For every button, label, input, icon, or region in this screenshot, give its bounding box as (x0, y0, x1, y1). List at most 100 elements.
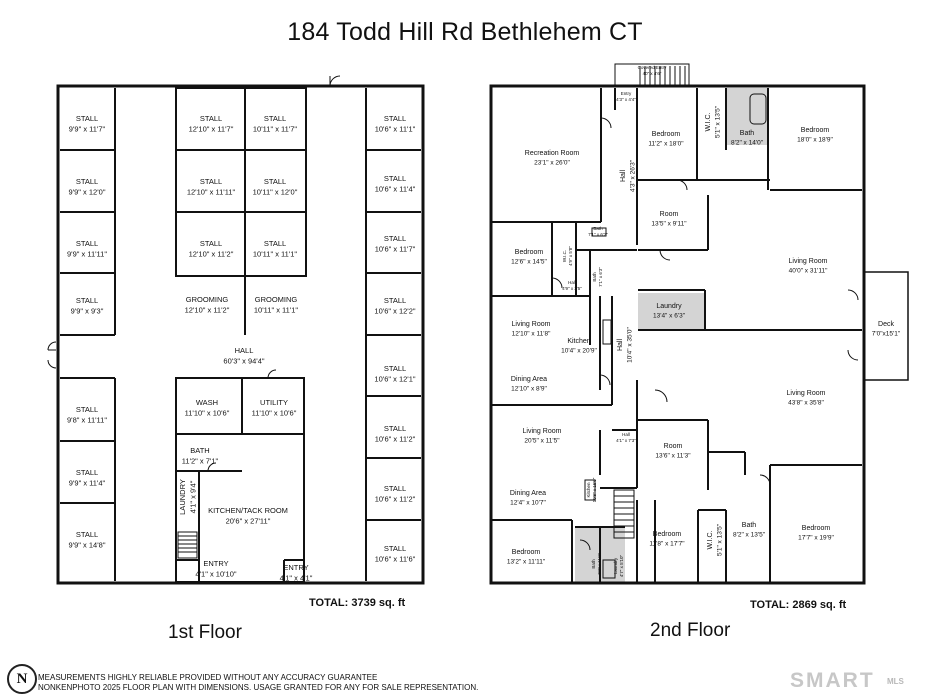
first-floor-room-name: STALL (200, 239, 222, 248)
second-floor-room-name: Bath (592, 272, 597, 282)
second-floor-room-dimensions: 10'8" x 15'0" (592, 477, 597, 502)
second-floor-room-dimensions: 10'4" x 20'9" (561, 348, 597, 355)
first-floor-room-label: ENTRY 4'1" x 4'1" (280, 563, 313, 583)
second-floor-room-name: Bedroom (653, 531, 682, 538)
second-floor-room-dimensions: 11'2" x 18'0" (648, 141, 684, 148)
second-floor-room-dimensions: 4'3" x 4'4" (616, 97, 636, 102)
first-floor-room-dimensions: 12'10" x 11'7" (189, 125, 234, 134)
first-floor-room-name: STALL (76, 468, 98, 477)
second-floor-room-name: Kitchen (586, 482, 591, 498)
second-floor-room-dimensions: 43'8" x 35'8" (788, 400, 824, 407)
second-floor-room-name: Bedroom (512, 549, 541, 556)
second-floor-room-name: Dining Area (510, 490, 546, 497)
second-floor-total: TOTAL: 2869 sq. ft (750, 599, 847, 611)
second-floor-room-dimensions: 7'0"x15'1" (872, 331, 901, 338)
second-floor-room-name: Bedroom (652, 131, 681, 138)
first-floor-room-name: STALL (384, 296, 406, 305)
first-floor-room-dimensions: 10'6" x 11'2" (375, 495, 416, 504)
second-floor-room-label: Living Room 20'5" x 11'5" (523, 428, 562, 445)
first-floor-room-dimensions: 4'1" x 4'1" (280, 574, 313, 583)
second-floor-room-label: W.I.C.5'1" x 13'5" (705, 105, 722, 138)
first-floor-room-dimensions: 11'10" x 10'6" (185, 409, 230, 418)
first-floor-room-dimensions: 9'9" x 11'11" (67, 250, 107, 259)
first-floor-room-name: STALL (200, 114, 222, 123)
second-floor-room-dimensions: 18'0" x 18'9" (797, 137, 833, 144)
photographer-logo: N (7, 664, 37, 694)
covered-entry-outline (614, 63, 690, 87)
second-floor-room-label: Bedroom 11'2" x 18'0" (648, 131, 684, 148)
first-floor-room-dimensions: 10'6" x 11'7" (375, 245, 416, 254)
second-floor-room-dimensions: 12'10" x 8'9" (511, 386, 547, 393)
second-floor-room-name: Hall (620, 170, 627, 183)
first-floor-room-name: BATH (190, 446, 209, 455)
first-floor-room-dimensions: 10'11" x 11'1" (253, 250, 298, 259)
second-floor-room-name: Bedroom (802, 525, 831, 532)
first-floor-room-dimensions: 10'11" x 11'1" (254, 306, 299, 315)
second-floor-room-name: Bedroom (801, 127, 830, 134)
first-floor-room-name: STALL (264, 177, 286, 186)
second-floor-room-dimensions: 4'1" x 7'3" (616, 438, 636, 443)
first-floor-room-name: STALL (384, 174, 406, 183)
second-floor-room-dimensions: 4'9" x 5'8" (568, 246, 573, 266)
first-floor-room-dimensions: 11'10" x 10'6" (252, 409, 297, 418)
second-floor-room-name: Deck (878, 321, 894, 328)
second-floor-room-dimensions: 40" x 4'6" (643, 71, 662, 76)
first-floor-room-dimensions: 12'10" x 11'2" (185, 306, 230, 315)
first-floor-room-dimensions: 9'9" x 12'0" (69, 188, 106, 197)
first-floor-room-name: STALL (200, 177, 222, 186)
first-floor-room-label: STALL 10'6" x 12'2" (374, 296, 415, 316)
second-floor-room-name: W.I.C. (707, 530, 714, 549)
first-floor-room-name: STALL (76, 296, 98, 305)
first-floor-room-name: STALL (76, 177, 98, 186)
first-floor-room-name: STALL (384, 234, 406, 243)
second-floor-room-name: Covered Entry (638, 65, 668, 70)
second-floor-room-name: Recreation Room (525, 150, 580, 157)
second-floor-room-name: Living Room (512, 321, 551, 328)
first-floor-room-name: ENTRY (283, 563, 308, 572)
first-floor-room-label: BATH 11'2" x 7'1" (182, 446, 219, 466)
first-floor-room-name: STALL (76, 530, 98, 539)
second-floor-room-name: Living Room (523, 428, 562, 435)
second-floor-room-dimensions: 5'1" x 13'5" (715, 105, 722, 138)
first-floor-room-name: STALL (384, 544, 406, 553)
first-floor-stairs (177, 531, 198, 559)
second-floor-doors (551, 117, 859, 551)
second-floor-room-name: Laundry (656, 303, 682, 310)
second-floor-room-dimensions: 20'5" x 11'5" (524, 438, 560, 445)
first-floor-room-dimensions: 60'3" x 94'4" (223, 357, 264, 366)
second-floor-room-label: W.I.C.5'1" x 13'5" (707, 523, 724, 556)
first-floor-room-dimensions: 9'8" x 11'11" (67, 416, 107, 425)
first-floor-room-dimensions: 11'2" x 7'1" (182, 457, 219, 466)
brand-logo-suffix: MLS (887, 677, 904, 686)
first-floor-room-dimensions: 10'6" x 11'2" (375, 435, 416, 444)
first-floor-room-name: HALL (235, 346, 254, 355)
first-floor-room-name: STALL (264, 114, 286, 123)
first-floor-room-name: STALL (76, 114, 98, 123)
deck-outline (863, 271, 909, 381)
second-floor-room-dimensions: 5'1" x 13'5" (717, 523, 724, 556)
second-floor-room-dimensions: 13'5" x 9'11" (651, 221, 687, 228)
first-floor-room-dimensions: 10'6" x 12'2" (374, 307, 415, 316)
first-floor-room-name: KITCHEN/TACK ROOM (208, 506, 288, 515)
first-floor-total: TOTAL: 3739 sq. ft (309, 597, 406, 609)
second-floor-room-name: Hall (568, 280, 576, 285)
